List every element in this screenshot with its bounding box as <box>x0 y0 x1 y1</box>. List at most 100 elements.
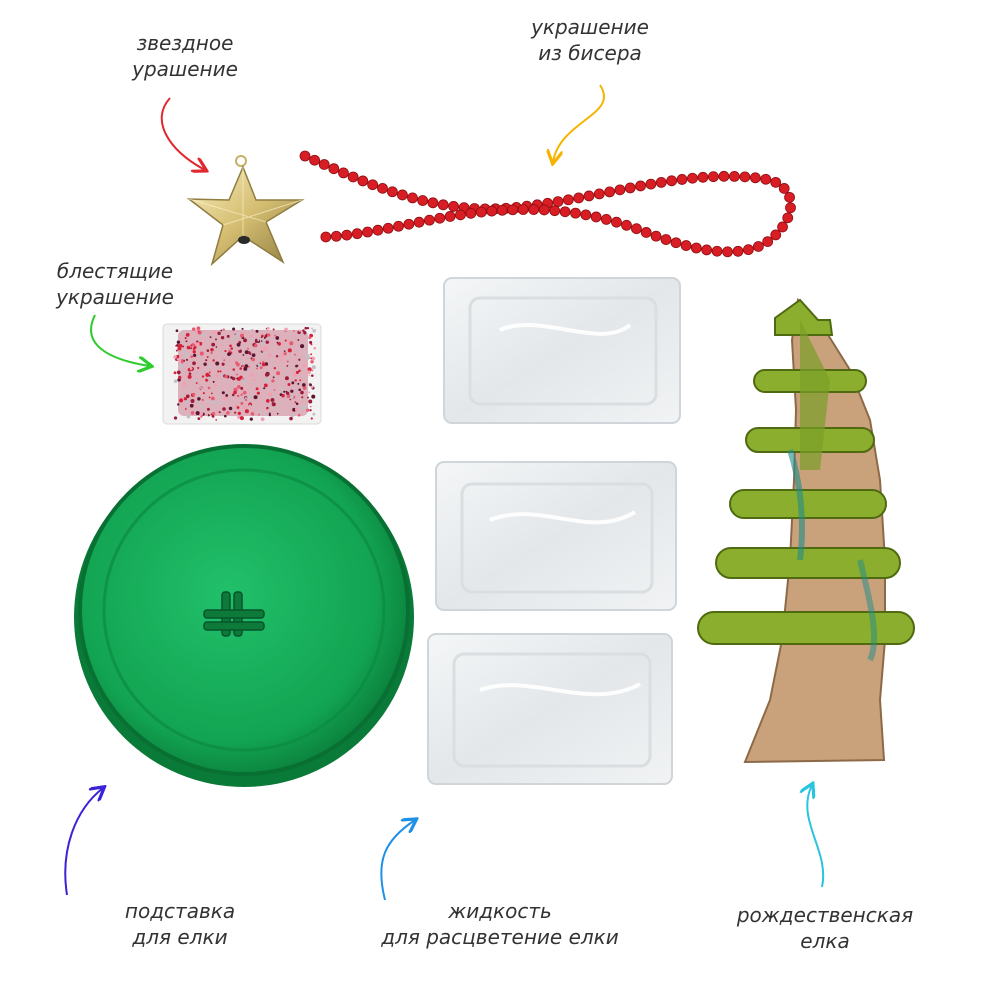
glitter-speck <box>261 347 266 352</box>
glitter-speck <box>243 388 246 392</box>
glitter-speck <box>289 341 294 346</box>
glitter-speck <box>200 415 203 418</box>
glitter-speck <box>307 370 311 374</box>
glitter-speck <box>219 370 222 373</box>
glitter-speck <box>190 355 194 358</box>
glitter-speck <box>217 370 220 373</box>
glitter-speck <box>185 358 188 361</box>
liquid-packet-3 <box>427 633 673 785</box>
bead <box>387 186 398 198</box>
glitter-speck <box>181 350 185 354</box>
tree-stand <box>74 444 414 787</box>
bead <box>600 213 612 225</box>
glitter-speck <box>215 338 217 341</box>
glitter-speck <box>175 349 178 352</box>
liquid-packet-2 <box>435 461 677 611</box>
glitter-speck <box>233 359 236 361</box>
glitter-speck <box>286 365 289 367</box>
glitter-speck <box>176 343 179 347</box>
glitter-speck <box>275 354 279 358</box>
glitter-speck <box>313 346 317 350</box>
glitter-speck <box>206 407 210 411</box>
glitter-speck <box>178 375 182 380</box>
glitter-speck <box>292 407 296 412</box>
glitter-speck <box>294 401 297 404</box>
glitter-speck <box>215 346 218 348</box>
bead <box>528 204 540 215</box>
glitter-speck <box>301 396 304 399</box>
bead <box>407 192 418 204</box>
glitter-speck <box>230 376 233 379</box>
glitter-speck <box>210 413 213 416</box>
glitter-speck <box>206 400 209 403</box>
glitter-speck <box>211 414 215 418</box>
bead <box>770 229 782 241</box>
glitter-speck <box>303 330 307 335</box>
glitter-speck <box>247 351 251 354</box>
glitter-speck <box>192 393 196 397</box>
bead <box>732 245 744 257</box>
glitter-speck <box>298 369 301 373</box>
bead <box>739 171 751 183</box>
glitter-speck <box>302 383 306 387</box>
bead <box>372 224 384 236</box>
beads-arrow <box>553 84 605 162</box>
star-label-line1: звездное <box>136 31 234 55</box>
glitter-speck <box>271 402 274 405</box>
glitter-speck <box>266 326 270 330</box>
glitter-speck <box>310 360 314 364</box>
glitter-speck <box>302 363 307 367</box>
stand-label: подставка для елки <box>100 898 260 950</box>
glitter-speck <box>258 387 261 390</box>
glitter-speck <box>259 362 262 365</box>
bead <box>382 222 394 234</box>
glitter-speck <box>183 347 186 350</box>
glitter-speck <box>190 411 195 415</box>
glitter-speck <box>239 333 244 338</box>
glitter-speck <box>193 345 197 349</box>
bead <box>486 205 498 217</box>
glitter-speck <box>244 350 249 355</box>
glitter-speck <box>203 362 207 366</box>
bead <box>475 206 487 218</box>
glitter-speck <box>276 412 279 415</box>
liquid-packet-1 <box>443 277 681 424</box>
glitter-speck <box>306 408 310 412</box>
glitter-speck <box>295 370 299 374</box>
glitter-speck <box>309 409 312 412</box>
glitter-speck <box>240 398 244 402</box>
glitter-speck <box>286 338 289 342</box>
glitter-speck <box>266 372 270 376</box>
glitter-speck <box>275 336 280 340</box>
bead <box>624 182 636 194</box>
glitter-speck <box>282 351 285 354</box>
christmas-tree <box>697 297 915 764</box>
glitter-speck <box>205 359 208 362</box>
glitter-speck <box>265 399 270 403</box>
glitter-speck <box>212 330 216 335</box>
bead <box>424 214 435 226</box>
glitter-speck <box>209 336 212 338</box>
glitter-speck <box>197 366 200 370</box>
glitter-speck <box>222 385 225 387</box>
glitter-speck <box>287 348 292 353</box>
bead <box>309 154 321 166</box>
bead <box>299 150 311 162</box>
glitter-speck <box>212 380 215 383</box>
glitter-speck <box>201 333 206 337</box>
glitter-speck <box>219 374 222 376</box>
glitter-speck <box>279 358 283 362</box>
bead <box>752 241 764 252</box>
bead <box>670 237 682 249</box>
star-arrow <box>160 97 205 170</box>
stand-arrow <box>64 788 103 896</box>
glitter-speck <box>194 407 197 410</box>
bead <box>362 226 373 238</box>
glitter-speck <box>244 364 249 368</box>
glitter-speck <box>182 345 185 348</box>
bead <box>621 219 632 231</box>
glitter-speck <box>262 351 266 355</box>
glitter-speck <box>194 329 198 333</box>
bead <box>708 171 719 183</box>
bead <box>718 170 730 182</box>
